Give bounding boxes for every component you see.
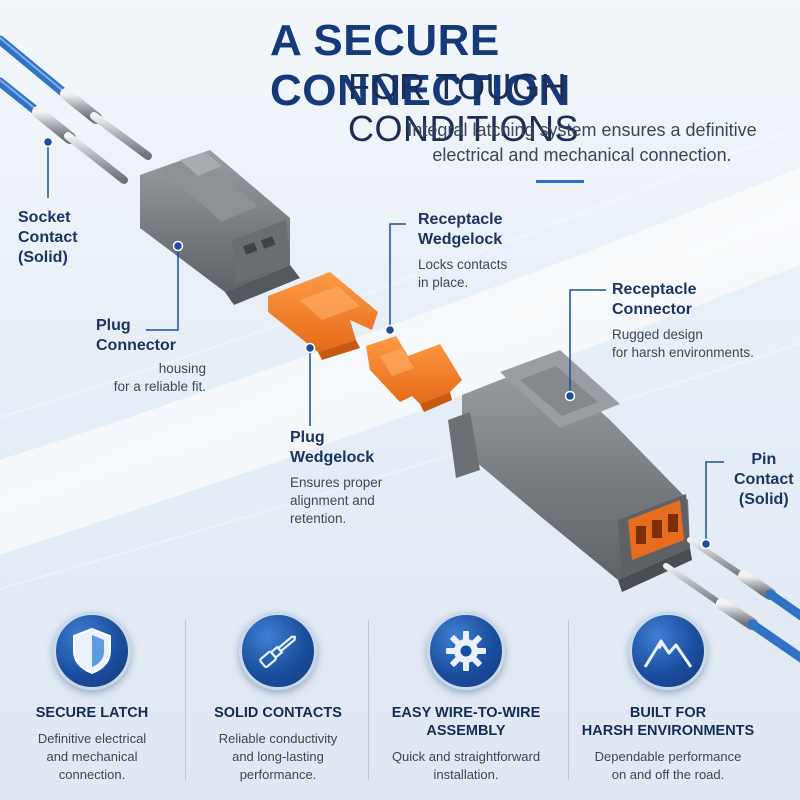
callout-plug-connector-desc: housing for a reliable fit. — [96, 360, 206, 396]
feature-easy-assembly: EASY WIRE-TO-WIRE ASSEMBLY Quick and str… — [366, 612, 566, 784]
feature-secure-latch: SECURE LATCH Definitive electrical and m… — [0, 612, 192, 784]
callout-plug-wedgelock-desc1: Ensures proper — [290, 475, 383, 490]
callout-receptacle-wedgelock-desc1: Locks contacts — [418, 257, 508, 272]
mountain-icon — [629, 612, 707, 690]
callout-pin-contact: Pin Contact (Solid) — [734, 450, 794, 510]
feature-divider — [185, 620, 186, 780]
feature-divider — [368, 620, 369, 780]
callout-plug-wedgelock-line2: Wedgelock — [290, 449, 375, 466]
pin-wire-1 — [687, 537, 800, 621]
headline-line-1: A SECURE CONNECTION — [270, 16, 571, 115]
feature-title-line: BUILT FOR — [629, 705, 707, 721]
feature-desc-line: Dependable performance — [594, 749, 742, 764]
feature-title: EASY WIRE-TO-WIRE ASSEMBLY — [366, 704, 566, 740]
feature-solid-contacts: SOLID CONTACTS Reliable conductivity and… — [178, 612, 378, 784]
feature-desc-line: on and off the road. — [611, 767, 725, 782]
feature-description: Quick and straightforward installation. — [366, 748, 566, 784]
socket-wire-1 — [0, 35, 152, 160]
feature-title: SOLID CONTACTS — [214, 705, 342, 721]
headline-line-2: FOR TOUGH CONDITIONS — [348, 66, 580, 149]
callout-receptacle-connector: Receptacle Connector Rugged design for h… — [612, 280, 754, 362]
feature-desc-line: Reliable conductivity — [218, 731, 338, 746]
callout-plug-connector-desc1: housing — [158, 361, 206, 376]
callout-pin-contact-line1: Pin — [751, 451, 777, 468]
callout-receptacle-connector-line2: Connector — [612, 301, 692, 318]
callout-pin-contact-line3: (Solid) — [738, 491, 789, 508]
feature-desc-line: and mechanical — [46, 749, 138, 764]
feature-harsh-environments: BUILT FOR HARSH ENVIRONMENTS Dependable … — [568, 612, 768, 784]
feature-desc-line: Quick and straightforward — [391, 749, 541, 764]
callout-socket-contact-line2: Contact — [18, 229, 78, 246]
shield-icon — [53, 612, 131, 690]
pin-contact-icon — [239, 612, 317, 690]
feature-title-line: EASY WIRE-TO-WIRE — [391, 705, 541, 721]
callout-plug-connector-desc2: for a reliable fit. — [113, 379, 206, 394]
callout-plug-wedgelock: Plug Wedgelock Ensures proper alignment … — [290, 428, 382, 528]
callout-socket-contact-line1: Socket — [18, 209, 71, 226]
feature-desc-line: and long-lasting — [232, 749, 324, 764]
subtitle-line-1: Integral latching system ensures a defin… — [407, 120, 757, 140]
callout-receptacle-wedgelock: Receptacle Wedgelock Locks contacts in p… — [418, 210, 507, 292]
callout-plug-wedgelock-line1: Plug — [290, 429, 325, 446]
feature-title-line: ASSEMBLY — [426, 723, 506, 739]
feature-desc-line: performance. — [239, 767, 317, 782]
callout-socket-contact-line3: (Solid) — [18, 249, 68, 266]
callout-socket-contact: Socket Contact (Solid) — [18, 208, 78, 268]
callout-pin-contact-line2: Contact — [734, 471, 794, 488]
feature-row: SECURE LATCH Definitive electrical and m… — [0, 600, 800, 800]
feature-title: BUILT FOR HARSH ENVIRONMENTS — [568, 704, 768, 740]
gear-icon — [427, 612, 505, 690]
feature-title-line: HARSH ENVIRONMENTS — [581, 723, 755, 739]
feature-divider — [568, 620, 569, 780]
callout-receptacle-connector-line1: Receptacle — [612, 281, 697, 298]
callout-receptacle-connector-desc2: for harsh environments. — [612, 345, 754, 360]
callout-receptacle-connector-desc1: Rugged design — [612, 327, 703, 342]
callout-receptacle-wedgelock-line1: Receptacle — [418, 211, 503, 228]
socket-wire-2 — [0, 77, 128, 184]
feature-title: SECURE LATCH — [35, 705, 149, 721]
subtitle-line-2: electrical and mechanical connection. — [432, 145, 732, 165]
callout-plug-connector-line1: Plug — [96, 317, 131, 334]
feature-description: Dependable performance on and off the ro… — [568, 748, 768, 784]
callout-plug-wedgelock-desc3: retention. — [290, 511, 347, 526]
callout-receptacle-wedgelock-line2: Wedgelock — [418, 231, 503, 248]
feature-desc-line: Definitive electrical — [37, 731, 147, 746]
pin-wire-2 — [663, 563, 800, 663]
feature-desc-line: connection. — [58, 767, 126, 782]
headline-divider — [536, 180, 584, 183]
headline-subtitle: Integral latching system ensures a defin… — [372, 118, 792, 168]
feature-description: Reliable conductivity and long-lasting p… — [178, 730, 378, 784]
feature-desc-line: installation. — [433, 767, 499, 782]
callout-plug-connector-line2: Connector — [96, 337, 176, 354]
callout-plug-connector: Plug Connector — [96, 316, 176, 356]
callout-receptacle-wedgelock-desc2: in place. — [418, 275, 469, 290]
feature-description: Definitive electrical and mechanical con… — [0, 730, 192, 784]
callout-plug-wedgelock-desc2: alignment and — [290, 493, 375, 508]
